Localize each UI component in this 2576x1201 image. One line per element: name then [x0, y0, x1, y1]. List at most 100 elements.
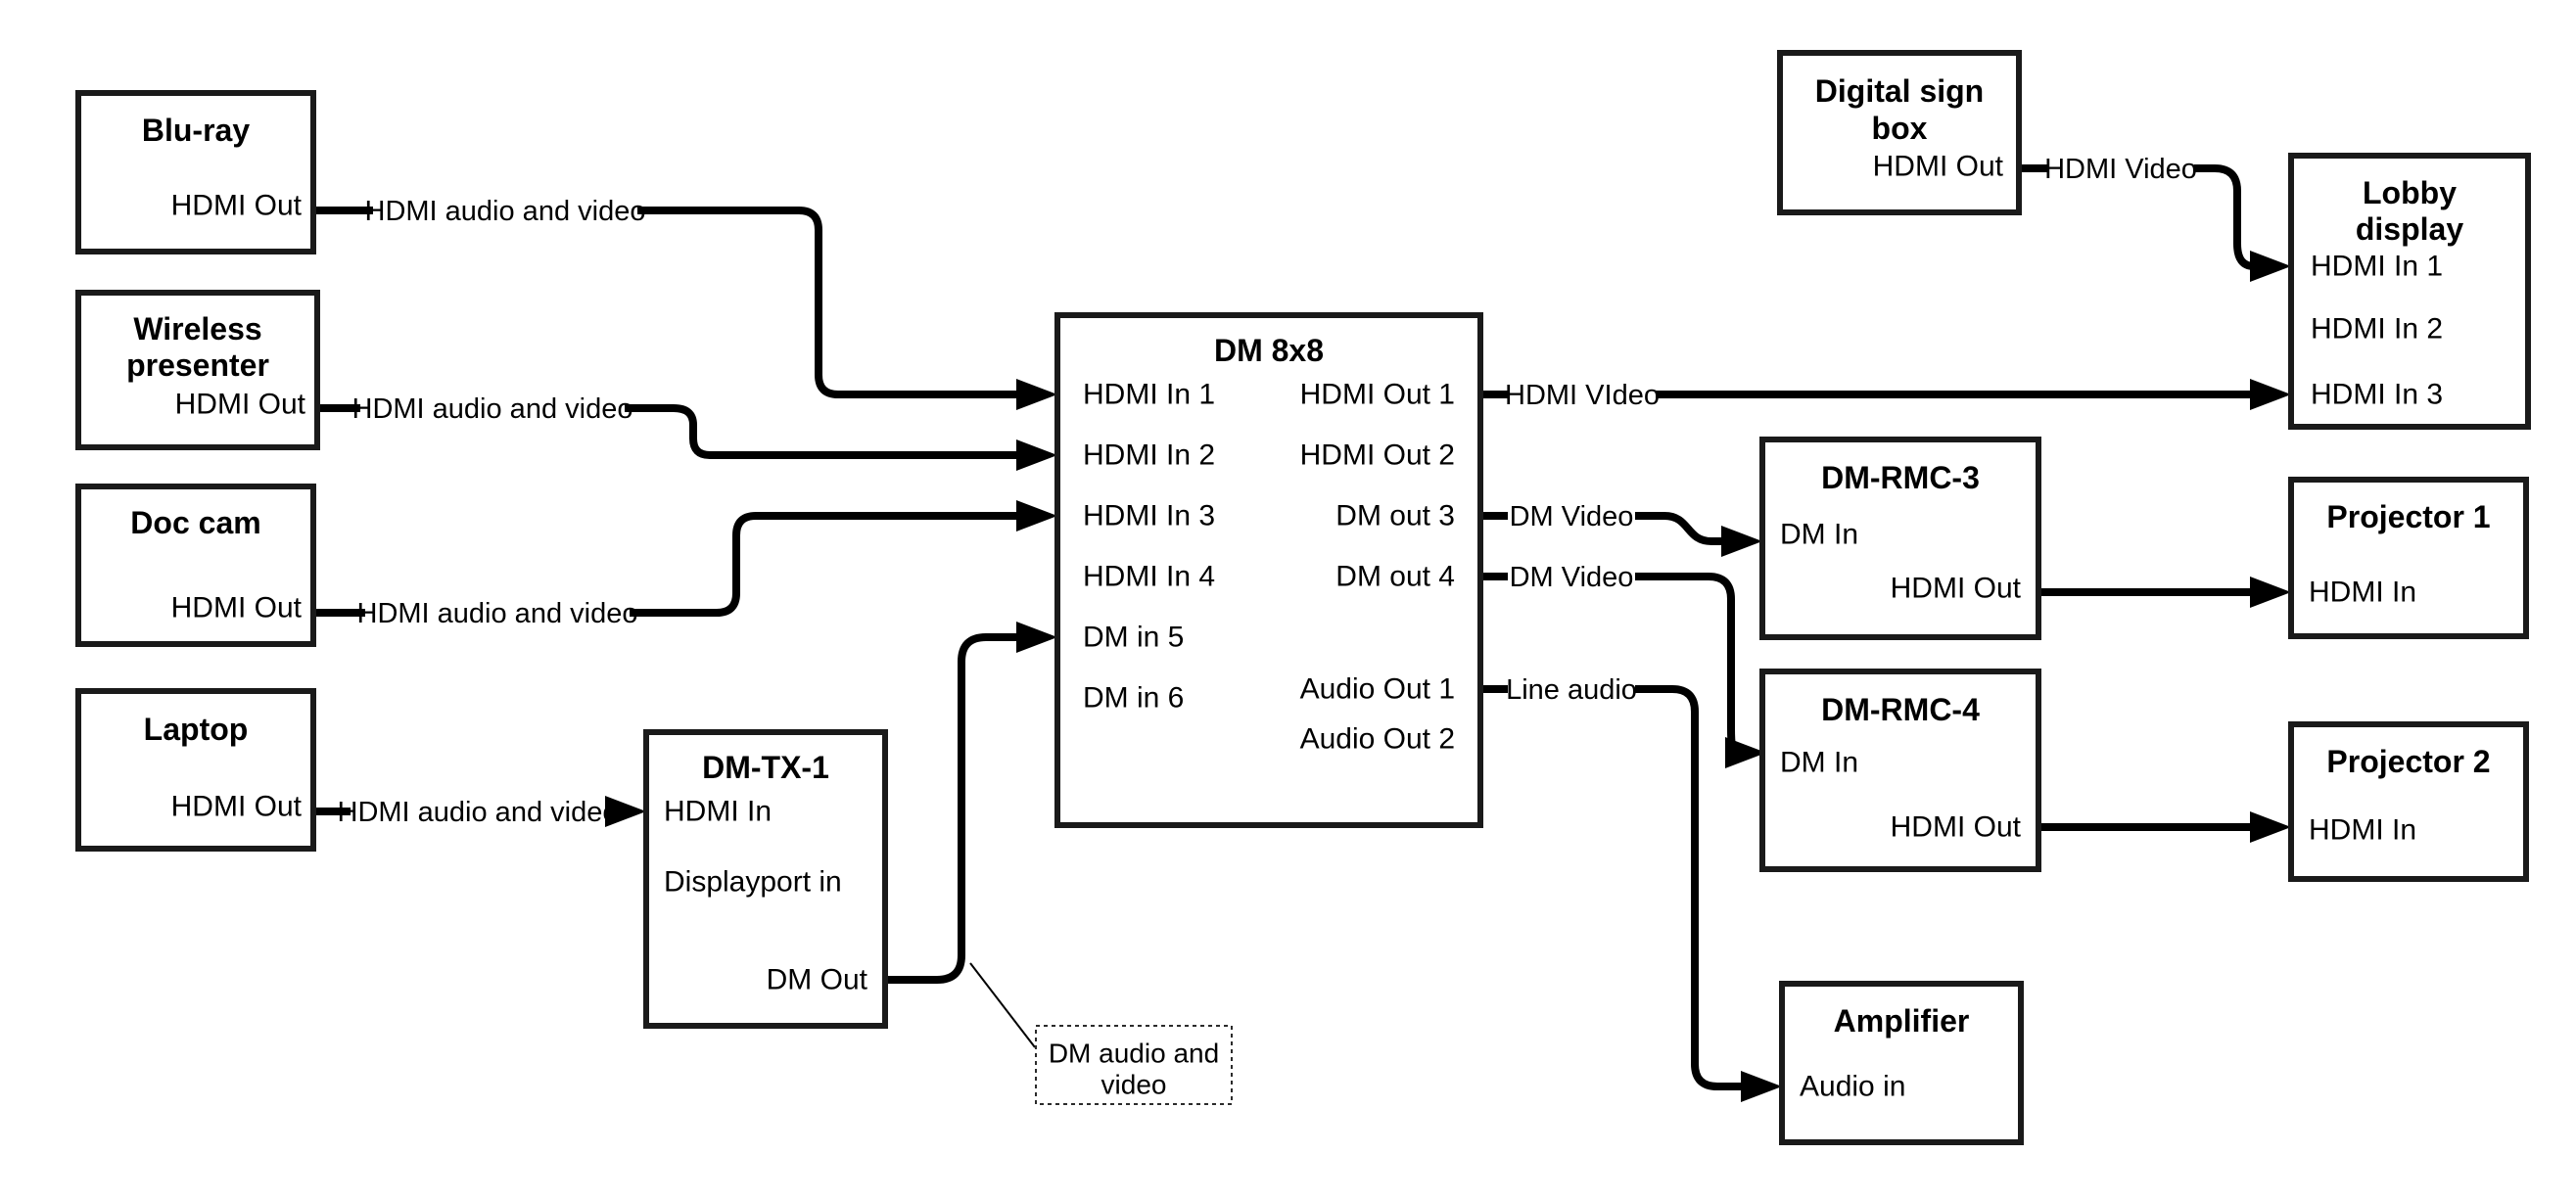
arrowhead-icon: [1721, 526, 1762, 557]
node-wireless-presenter: Wireless presenter HDMI Out: [75, 290, 320, 450]
callout-box: [1035, 1025, 1233, 1105]
node-title: Laptop: [144, 712, 249, 747]
node-box: [2288, 721, 2529, 882]
node-title: Projector 1: [2326, 499, 2490, 534]
node-title: DM-RMC-4: [1821, 692, 1980, 727]
port-hdmi-in: HDMI In: [664, 796, 772, 828]
edge-label-bluray: HDMI audio and video: [365, 193, 646, 228]
edge-label-text: DM Video: [1510, 562, 1634, 593]
node-title: DM 8x8: [1214, 333, 1324, 368]
nodes: Blu-ray HDMI Out Wireless presenter HDMI…: [75, 50, 2531, 1145]
arrowhead-icon: [1016, 439, 1057, 471]
port-hdmi-in-1: HDMI In 1: [2311, 251, 2443, 283]
edge-doccam-to-dm8x8: [313, 512, 1018, 617]
edge-label-bg: [1508, 498, 1635, 533]
edge-label-bg: [351, 794, 605, 829]
port-audio-out-1: Audio Out 1: [1300, 673, 1455, 706]
node-dm-rmc-4: DM-RMC-4 DM In HDMI Out: [1759, 669, 2041, 872]
node-laptop: Laptop HDMI Out: [75, 688, 316, 852]
node-amplifier: Amplifier Audio in: [1779, 981, 2024, 1145]
edge-dmout3-to-rmc3: [1482, 512, 1723, 545]
edge-bluray-to-dm8x8: [315, 207, 1018, 398]
node-title: Blu-ray: [142, 113, 250, 148]
port-dm-out: DM Out: [767, 964, 868, 996]
node-digital-sign-box: Digital sign box HDMI Out: [1777, 50, 2022, 215]
port-audio-in: Audio in: [1800, 1071, 1905, 1103]
node-title-line1: Digital sign: [1815, 73, 1984, 109]
edge-label-doccam: HDMI audio and video: [357, 595, 638, 630]
node-title: Projector 2: [2326, 744, 2490, 779]
node-title-line2: box: [1872, 111, 1928, 146]
node-box: [1777, 50, 2022, 215]
port-hdmi-out: HDMI Out: [1873, 151, 2004, 183]
node-doc-cam: Doc cam HDMI Out: [75, 484, 316, 647]
edge-label-audioout1: Line audio: [1506, 671, 1637, 707]
arrowhead-icon: [1016, 622, 1057, 653]
node-bluray: Blu-ray HDMI Out: [75, 90, 316, 254]
node-box: [2288, 477, 2529, 639]
arrowhead-icon: [1016, 379, 1057, 410]
arrowhead-icon: [1741, 1071, 1782, 1102]
edge-label-bg: [365, 595, 630, 630]
node-box: [75, 290, 320, 450]
node-projector-2: Projector 2 HDMI In: [2288, 721, 2529, 882]
port-hdmi-in: HDMI In: [2309, 814, 2416, 847]
arrowhead-icon: [2250, 251, 2291, 282]
port-displayport-in: Displayport in: [664, 866, 842, 899]
node-projector-1: Projector 1 HDMI In: [2288, 477, 2529, 639]
port-hdmi-out: HDMI Out: [171, 592, 303, 624]
arrowhead-icon: [2250, 577, 2291, 608]
port-hdmi-in: HDMI In: [2309, 577, 2416, 609]
edge-label-dmout3: DM Video: [1508, 498, 1635, 533]
edge-wireless-to-dm8x8: [317, 404, 1018, 459]
node-dm-rmc-3: DM-RMC-3 DM In HDMI Out: [1759, 437, 2041, 640]
port-hdmi-out: HDMI Out: [1891, 573, 2022, 605]
port-hdmi-out: HDMI Out: [1891, 811, 2022, 844]
edge-labels: HDMI audio and video HDMI audio and vide…: [338, 151, 2197, 829]
node-box: [643, 729, 888, 1029]
arrowhead-icon: [605, 796, 646, 827]
edge-label-digitalsign: HDMI Video: [2044, 151, 2197, 186]
edge-audioout1-to-amplifier: [1482, 685, 1743, 1090]
node-lobby-display: Lobby display HDMI In 1 HDMI In 2 HDMI I…: [2288, 153, 2531, 430]
arrowhead-icon: [2250, 811, 2291, 843]
port-hdmi-in-2: HDMI In 2: [1083, 439, 1215, 472]
edge-label-text: Line audio: [1506, 674, 1637, 706]
edge-label-text: HDMI audio and video: [357, 598, 638, 629]
node-title: DM-RMC-3: [1821, 460, 1980, 495]
port-hdmi-out-1: HDMI Out 1: [1300, 379, 1455, 411]
node-title-line2: presenter: [126, 347, 269, 383]
port-hdmi-in-2: HDMI In 2: [2311, 313, 2443, 346]
edge-label-dmout4: DM Video: [1508, 559, 1635, 594]
port-audio-out-2: Audio Out 2: [1300, 723, 1455, 756]
port-dm-out-4: DM out 4: [1335, 561, 1455, 593]
port-dm-in-5: DM in 5: [1083, 622, 1184, 654]
edge-label-text: HDMI Video: [2044, 154, 2197, 185]
edge-label-text: HDMI audio and video: [365, 196, 646, 227]
callout-text-line1: DM audio and: [1049, 1039, 1219, 1069]
edge-digitalsign-to-lobby: [2019, 164, 2255, 270]
port-hdmi-in-1: HDMI In 1: [1083, 379, 1215, 411]
port-dm-in-6: DM in 6: [1083, 682, 1184, 715]
node-box: [1759, 437, 2041, 640]
node-box: [75, 688, 316, 852]
edge-label-text: HDMI audio and video: [352, 393, 633, 425]
node-title: Amplifier: [1834, 1003, 1970, 1039]
node-dm-tx-1: DM-TX-1 HDMI In Displayport in DM Out: [643, 729, 888, 1029]
port-dm-in: DM In: [1780, 519, 1858, 551]
node-dm-8x8: DM 8x8 HDMI In 1 HDMI In 2 HDMI In 3 HDM…: [1054, 312, 1483, 828]
port-hdmi-in-3: HDMI In 3: [2311, 379, 2443, 411]
node-title: Doc cam: [130, 505, 260, 540]
node-title-line1: Lobby: [2363, 175, 2457, 210]
edge-label-bg: [360, 391, 625, 426]
edge-label-bg: [373, 193, 637, 228]
edge-label-text: HDMI VIdeo: [1505, 380, 1660, 411]
port-dm-out-3: DM out 3: [1335, 500, 1455, 532]
edge-label-text: HDMI audio and video: [338, 797, 619, 828]
edge-label-bg: [1508, 559, 1635, 594]
arrowhead-icon: [2250, 379, 2291, 410]
edge-dmtx1-to-dm8x8: [885, 633, 1018, 984]
node-box: [75, 484, 316, 647]
